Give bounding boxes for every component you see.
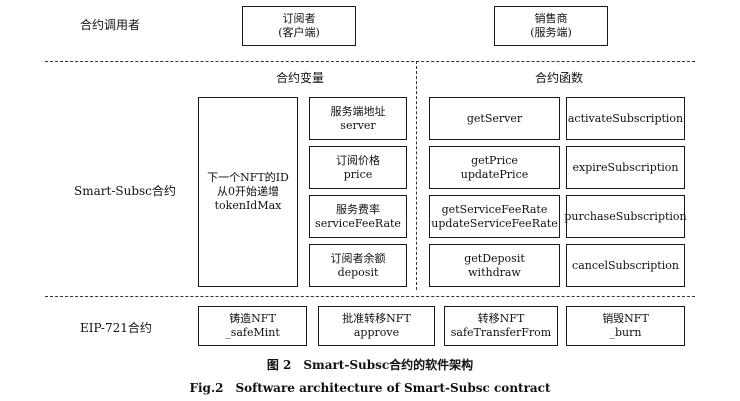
- caller-seller-role: (服务端): [530, 26, 572, 39]
- eip-function-en: _burn: [609, 326, 642, 339]
- function-name: getServer: [466, 111, 523, 125]
- function-name: cancelSubscription: [572, 258, 679, 272]
- eip-function-en: safeTransferFrom: [450, 326, 552, 339]
- token-id-line3: tokenIdMax: [214, 199, 282, 212]
- function-name: withdraw: [468, 265, 521, 279]
- variable-cn-label: 订阅者余额: [330, 251, 386, 265]
- bottom-dashed-divider: [45, 296, 695, 297]
- function-name: updatePrice: [460, 167, 529, 181]
- middle-dashed-divider: [416, 61, 417, 290]
- caller-subscriber-box: 订阅者 (客户端): [242, 6, 356, 46]
- function-name: getServiceFeeRate: [441, 202, 548, 216]
- functions-section-title: 合约函数: [534, 71, 583, 85]
- eip-function-cn: 销毁NFT: [602, 312, 649, 325]
- eip-function-en: _safeMint: [225, 326, 280, 339]
- eip-burn-box: 销毁NFT _burn: [566, 306, 685, 346]
- function-name: getPrice: [471, 153, 518, 167]
- caller-row-label: 合约调用者: [80, 18, 141, 32]
- variable-en-label: server: [340, 118, 376, 132]
- variable-service-fee-rate-box: 服务费率 serviceFeeRate: [309, 195, 407, 238]
- figure-caption-english: Fig.2 Software architecture of Smart-Sub…: [189, 381, 551, 395]
- variable-cn-label: 服务端地址: [330, 104, 386, 118]
- variable-cn-label: 服务费率: [336, 202, 380, 216]
- eip-function-cn: 转移NFT: [477, 312, 525, 325]
- variables-section-title: 合约变量: [275, 71, 324, 85]
- function-price-box: getPrice updatePrice: [429, 146, 560, 189]
- top-dashed-divider: [45, 61, 695, 62]
- function-activate-subscription-box: activateSubscription: [566, 97, 685, 140]
- variable-server-box: 服务端地址 server: [309, 97, 407, 140]
- caller-subscriber-name: 订阅者: [282, 12, 316, 25]
- token-id-max-box: 下一个NFT的ID 从0开始递增 tokenIdMax: [198, 97, 298, 287]
- caller-seller-box: 销售商 (服务端): [494, 6, 608, 46]
- caller-seller-name: 销售商: [534, 12, 568, 25]
- eip-function-cn: 铸造NFT: [229, 312, 276, 325]
- eip721-row-label: EIP-721合约: [80, 321, 152, 335]
- eip-safe-mint-box: 铸造NFT _safeMint: [198, 306, 307, 346]
- variable-en-label: price: [343, 167, 373, 181]
- token-id-line2: 从0开始递增: [217, 185, 279, 198]
- variable-en-label: serviceFeeRate: [315, 216, 401, 230]
- function-name: purchaseSubscription: [564, 209, 687, 223]
- variable-cn-label: 订阅价格: [336, 153, 380, 167]
- function-name: activateSubscription: [567, 111, 684, 125]
- token-id-line1: 下一个NFT的ID: [207, 171, 289, 184]
- function-cancel-subscription-box: cancelSubscription: [566, 244, 685, 287]
- function-purchase-subscription-box: purchaseSubscription: [564, 195, 687, 238]
- eip-function-cn: 批准转移NFT: [342, 312, 411, 325]
- variable-price-box: 订阅价格 price: [309, 146, 407, 189]
- figure-caption-chinese: 图 2 Smart-Subsc合约的软件架构: [266, 358, 474, 372]
- function-name: expireSubscription: [572, 160, 679, 174]
- function-deposit-box: getDeposit withdraw: [429, 244, 560, 287]
- function-expire-subscription-box: expireSubscription: [566, 146, 685, 189]
- eip-approve-box: 批准转移NFT approve: [318, 306, 435, 346]
- caller-subscriber-role: (客户端): [278, 26, 320, 39]
- variable-deposit-box: 订阅者余额 deposit: [309, 244, 407, 287]
- function-get-server-box: getServer: [429, 97, 560, 140]
- smart-subsc-row-label: Smart-Subsc合约: [74, 184, 176, 198]
- eip-safe-transfer-from-box: 转移NFT safeTransferFrom: [444, 306, 558, 346]
- function-name: updateServiceFeeRate: [431, 216, 558, 230]
- function-name: getDeposit: [464, 251, 525, 265]
- variable-en-label: deposit: [337, 265, 379, 279]
- function-service-fee-rate-box: getServiceFeeRate updateServiceFeeRate: [429, 195, 560, 238]
- eip-function-en: approve: [353, 326, 400, 339]
